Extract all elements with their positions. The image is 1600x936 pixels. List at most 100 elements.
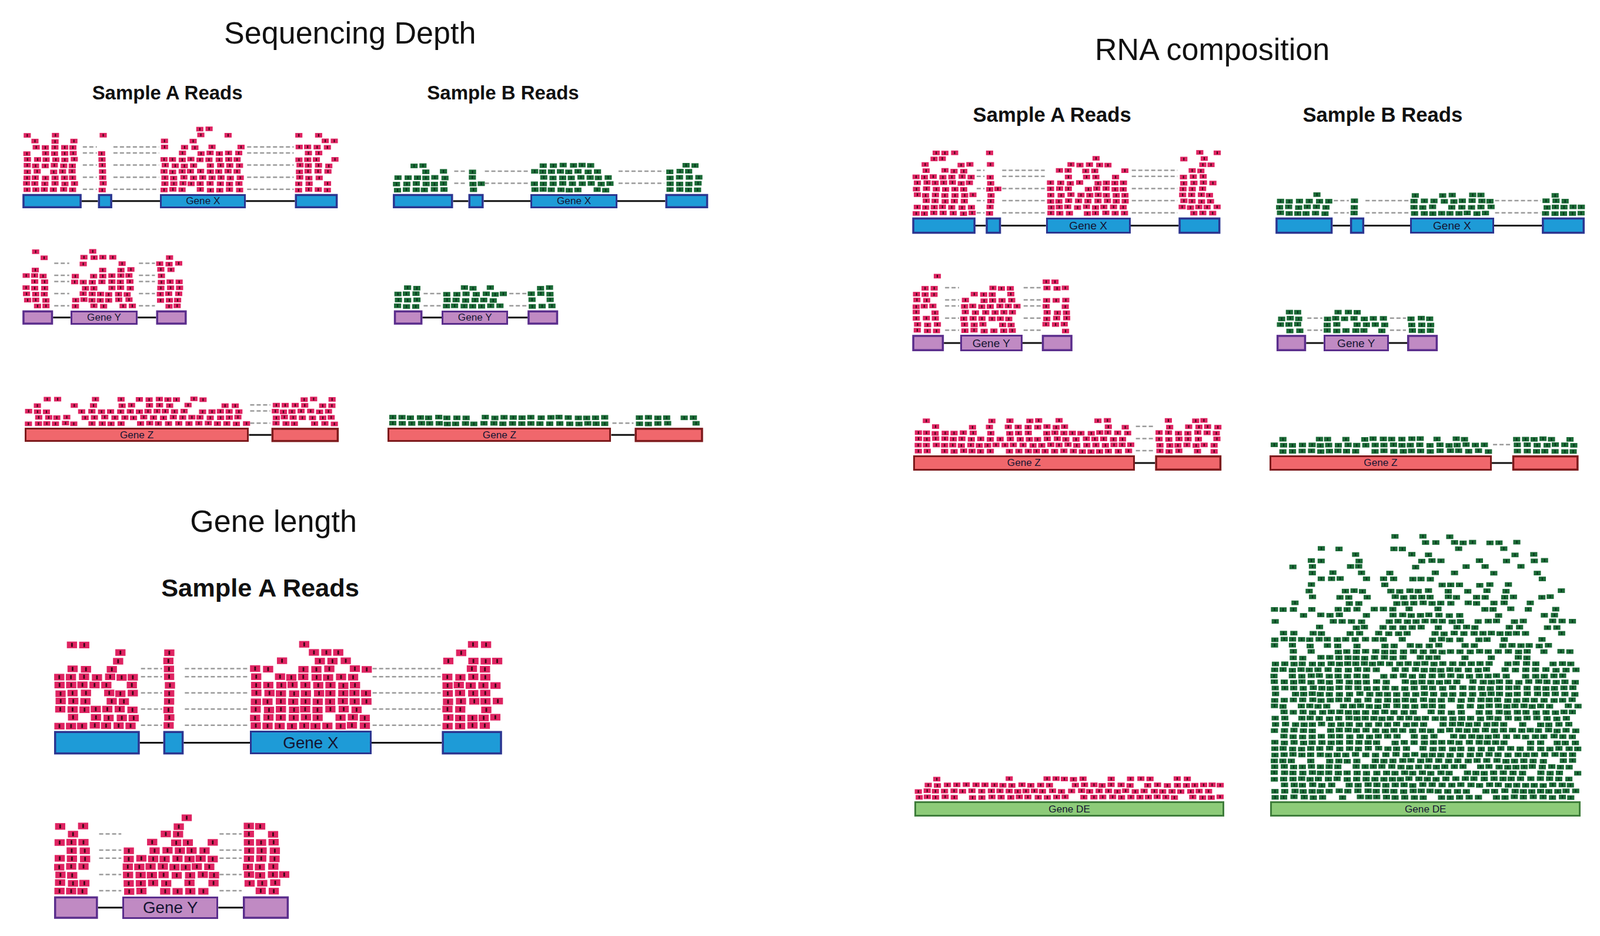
read-marker (45, 298, 47, 302)
read-marker (178, 286, 180, 290)
read-marker (279, 699, 282, 704)
read-marker (603, 422, 606, 426)
read-marker (1087, 199, 1089, 203)
read-marker (224, 403, 226, 407)
read-marker (152, 856, 155, 861)
read-marker (942, 157, 944, 160)
read-marker (26, 176, 28, 180)
read-marker (472, 182, 474, 186)
read-marker (472, 690, 474, 696)
read-marker (396, 304, 399, 307)
read-marker (64, 158, 66, 162)
read-marker (292, 715, 295, 720)
read-marker (43, 292, 45, 296)
read-marker (58, 723, 61, 728)
read-marker (567, 415, 569, 419)
read-marker (530, 421, 532, 425)
exon-box (986, 218, 1001, 233)
read-marker (442, 182, 444, 186)
read-marker (102, 304, 105, 308)
read-marker (185, 815, 188, 820)
read-marker (314, 723, 317, 728)
read-marker (472, 658, 475, 663)
read-marker (45, 410, 48, 414)
read-marker (165, 831, 167, 836)
exon-box (23, 311, 53, 324)
read-marker (353, 690, 356, 696)
read-marker (603, 415, 606, 419)
read-marker (1114, 211, 1117, 215)
read-marker (94, 706, 97, 711)
read-marker (25, 274, 28, 277)
read-marker (1191, 187, 1194, 191)
read-marker (36, 169, 38, 173)
read-marker (485, 707, 488, 712)
read-marker (1114, 188, 1116, 192)
read-marker (1193, 181, 1195, 185)
read-marker (943, 181, 945, 185)
read-marker (1183, 181, 1185, 185)
read-marker (95, 715, 98, 720)
read-marker (132, 416, 135, 420)
read-marker (465, 416, 467, 420)
read-marker (1200, 193, 1202, 197)
read-marker (273, 856, 276, 861)
read-marker (483, 298, 485, 302)
read-marker (138, 398, 140, 402)
read-marker (1200, 199, 1202, 203)
read-marker (666, 416, 668, 420)
read-marker (551, 304, 553, 308)
read-marker (139, 872, 142, 877)
read-marker (531, 305, 533, 309)
read-marker (456, 416, 458, 420)
read-marker (530, 292, 533, 296)
read-marker (159, 268, 162, 272)
read-marker (309, 409, 312, 413)
read-marker (305, 690, 307, 696)
read-marker (81, 723, 83, 728)
read-marker (285, 422, 287, 426)
read-marker (916, 181, 918, 185)
read-marker (933, 157, 935, 161)
read-marker (61, 169, 63, 173)
exon-box (55, 731, 139, 753)
read-marker (140, 856, 143, 861)
read-marker (688, 182, 690, 186)
read-marker (120, 422, 122, 426)
read-marker (494, 416, 496, 420)
read-marker (581, 182, 583, 186)
read-marker (406, 286, 409, 290)
read-marker (119, 286, 122, 290)
read-marker (422, 164, 424, 167)
read-marker (108, 298, 110, 302)
read-marker (293, 691, 296, 696)
read-marker (293, 707, 296, 712)
read-marker (259, 873, 262, 878)
read-marker (190, 847, 193, 853)
read-marker (199, 188, 202, 192)
read-marker (480, 304, 483, 308)
read-marker (228, 151, 230, 155)
read-marker (37, 409, 39, 413)
read-marker (267, 666, 270, 671)
read-marker (405, 292, 407, 296)
read-marker (542, 170, 544, 174)
read-marker (70, 682, 73, 687)
read-marker (552, 182, 554, 186)
read-marker (1059, 186, 1061, 190)
read-marker (162, 863, 165, 868)
read-marker (291, 723, 293, 728)
read-marker (238, 164, 240, 167)
read-marker (83, 674, 86, 679)
read-marker (200, 133, 202, 137)
read-marker (363, 715, 366, 720)
read-marker (1067, 187, 1070, 191)
read-marker (84, 856, 86, 861)
read-marker (58, 856, 61, 861)
read-marker (292, 699, 295, 704)
read-marker (93, 304, 95, 307)
read-marker (82, 823, 85, 828)
read-marker (459, 690, 462, 696)
read-marker (969, 181, 971, 185)
read-marker (292, 415, 295, 419)
